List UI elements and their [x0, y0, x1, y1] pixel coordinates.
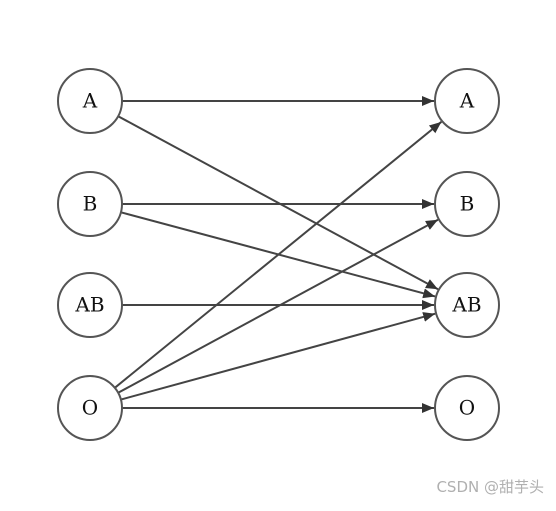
node-left-o: O	[57, 375, 123, 441]
node-circle	[57, 68, 123, 134]
node-circle	[434, 171, 500, 237]
edge-l-o-to-r-ab	[120, 312, 436, 401]
node-label: AB	[451, 293, 481, 317]
node-left-ab: AB	[57, 272, 123, 338]
node-label: O	[459, 396, 475, 420]
node-right-a: A	[434, 68, 500, 134]
node-left-a: A	[57, 68, 123, 134]
node-label: O	[82, 396, 98, 420]
node-label: B	[460, 192, 475, 216]
node-label: B	[83, 192, 98, 216]
node-right-b: B	[434, 171, 500, 237]
node-circle	[57, 375, 123, 441]
node-circle	[434, 375, 500, 441]
node-left-b: B	[57, 171, 123, 237]
edges	[114, 96, 443, 413]
node-label: A	[459, 89, 475, 113]
node-label: A	[82, 89, 98, 113]
edge-l-o-to-r-b	[117, 218, 439, 394]
node-circle	[434, 272, 500, 338]
node-right-ab: AB	[434, 272, 500, 338]
node-right-o: O	[434, 375, 500, 441]
node-label: AB	[74, 293, 104, 317]
node-circle	[57, 272, 123, 338]
node-circle	[434, 68, 500, 134]
edge-l-o-to-r-a	[114, 121, 443, 389]
node-circle	[57, 171, 123, 237]
edge-l-a-to-r-ab	[117, 115, 439, 291]
watermark-text: CSDN @甜芋头	[436, 478, 544, 496]
